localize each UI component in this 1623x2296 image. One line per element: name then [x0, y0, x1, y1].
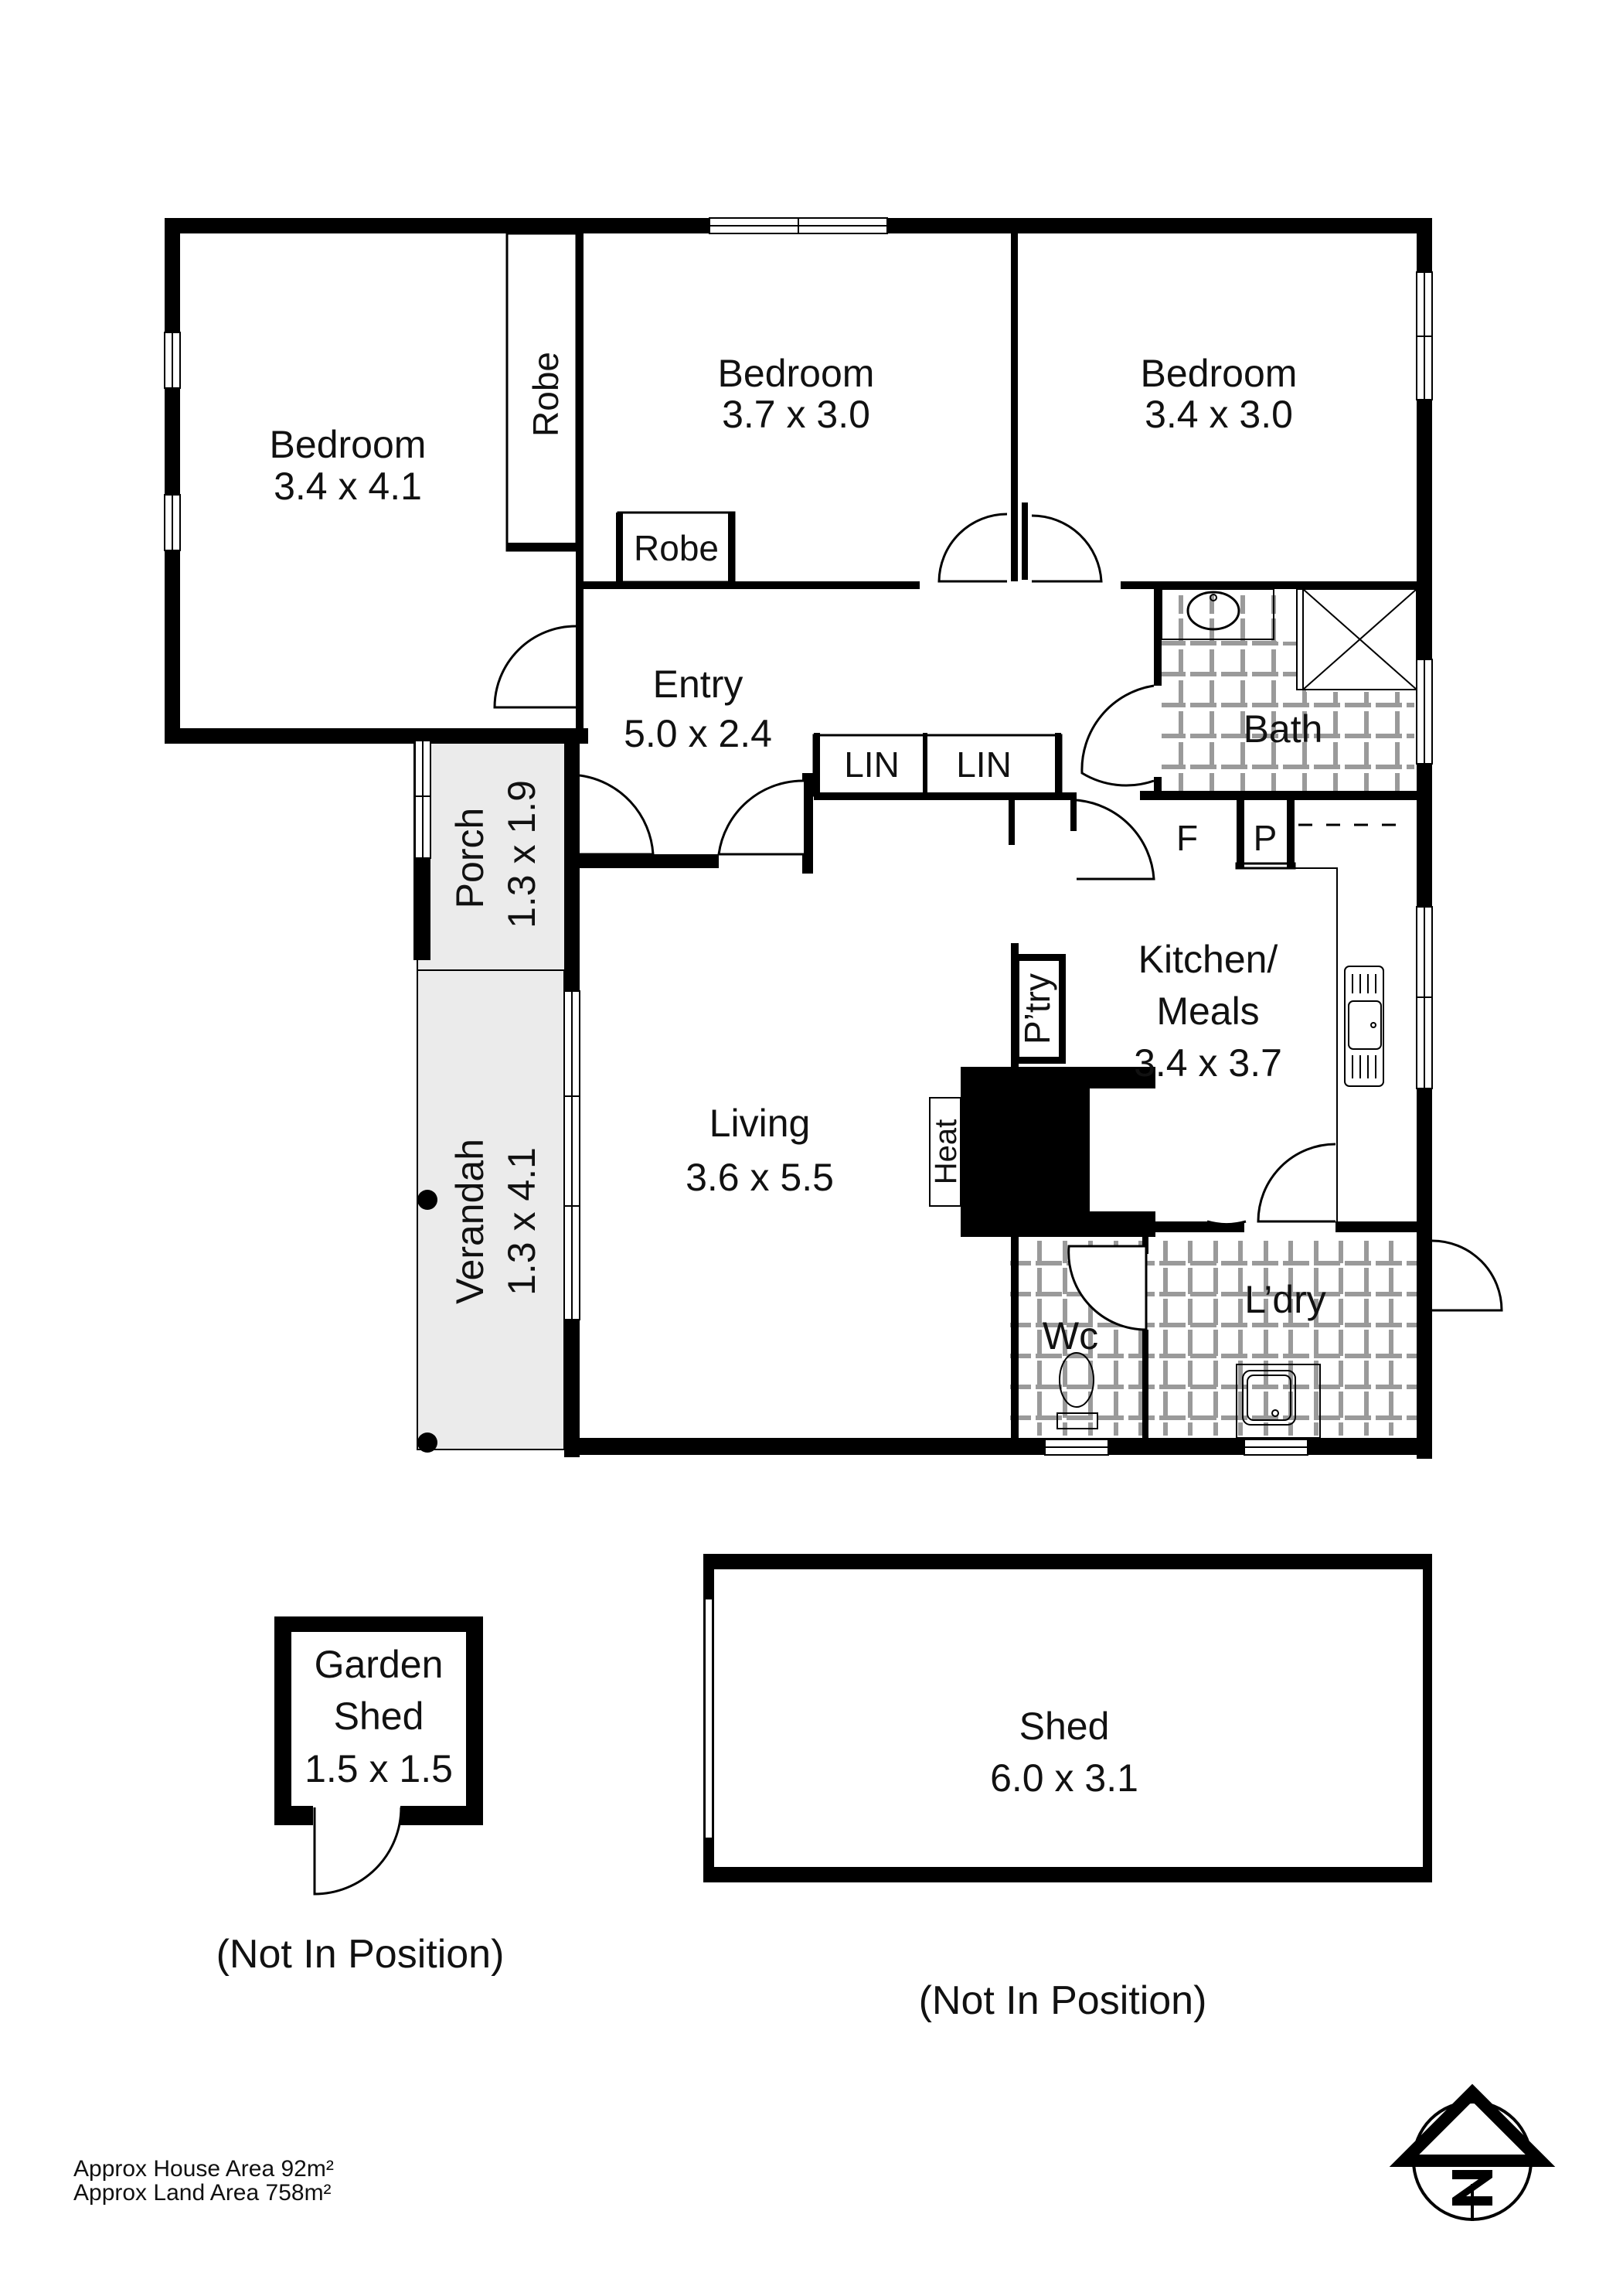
shed-name: Shed [1019, 1705, 1110, 1748]
pantry-label: P’try [1017, 973, 1057, 1044]
linen-label: LIN [844, 744, 900, 785]
linen-label: LIN [956, 744, 1012, 785]
doors [493, 513, 1503, 1331]
robe-label: Robe [634, 528, 719, 568]
room-name-kitchen-line1: Kitchen/ [1138, 938, 1278, 981]
room-dims-verandah: 1.3 x 4.1 [500, 1147, 543, 1296]
bath-fixtures [1161, 588, 1417, 690]
porch-floor [417, 738, 564, 970]
room-name-living: Living [709, 1102, 811, 1145]
garden-shed-dims: 1.5 x 1.5 [305, 1747, 453, 1790]
door-laundry-kitchen [1257, 1143, 1336, 1223]
door-bedroom-3 [1031, 514, 1103, 583]
room-name-entry: Entry [653, 663, 743, 706]
room-name-bedroom-2: Bedroom [718, 352, 875, 395]
tile-floors [1010, 595, 1417, 1436]
door-bath [1080, 684, 1155, 787]
basin-icon [1186, 591, 1240, 631]
verandah-floor [417, 970, 564, 1449]
door-bedroom-2 [937, 513, 1008, 583]
door-bedroom-1 [493, 625, 577, 709]
room-name-kitchen-line2: Meals [1156, 990, 1259, 1033]
garden-shed: Garden Shed 1.5 x 1.5 (Not In Position) [216, 1616, 505, 1977]
north-arrow-icon [1389, 2083, 1556, 2221]
fridge-label: F [1176, 818, 1198, 858]
room-name-wc: Wc [1043, 1314, 1098, 1358]
room-name-laundry: L’dry [1244, 1278, 1326, 1321]
windows [164, 217, 1433, 1456]
door-living [717, 779, 805, 856]
door-wc [1067, 1245, 1148, 1331]
robe-label: Robe [526, 352, 566, 437]
laundry-tub-icon [1242, 1370, 1296, 1426]
sink-icon [1344, 966, 1384, 1087]
room-dims-living: 3.6 x 5.5 [686, 1156, 834, 1199]
robes [505, 232, 736, 584]
door-garden-shed [313, 1807, 403, 1896]
garden-shed-name-line2: Shed [334, 1695, 424, 1738]
house-area: Approx House Area 92m² [73, 2156, 334, 2182]
verandah-post [417, 1432, 437, 1453]
pantry-small-label: P [1254, 818, 1278, 858]
heater-label: Heat [929, 1119, 963, 1185]
door-porch [579, 774, 655, 856]
door-kitchen [1076, 799, 1155, 881]
room-dims-porch: 1.3 x 1.9 [500, 780, 543, 928]
cooktop-icon [1041, 1115, 1087, 1180]
garden-shed-name-line1: Garden [315, 1643, 444, 1686]
area-notes: Approx House Area 92m² Approx Land Area … [73, 2156, 334, 2206]
room-dims-bedroom-1: 3.4 x 4.1 [274, 465, 422, 508]
room-name-bath: Bath [1244, 707, 1323, 751]
shed-dims: 6.0 x 3.1 [990, 1756, 1138, 1800]
kitchen-fixtures [929, 823, 1407, 1221]
room-dims-kitchen: 3.4 x 3.7 [1134, 1041, 1282, 1085]
outdoor-areas [417, 738, 565, 1453]
shed-note: (Not In Position) [919, 1978, 1207, 2023]
shed: Shed 6.0 x 3.1 (Not In Position) [703, 1554, 1432, 2023]
room-name-porch: Porch [448, 808, 492, 909]
land-area: Approx Land Area 758m² [73, 2180, 332, 2206]
laundry-fixtures [1056, 1352, 1321, 1439]
room-dims-bedroom-2: 3.7 x 3.0 [722, 393, 870, 436]
toilet-icon [1056, 1352, 1098, 1429]
house-walls [165, 218, 1432, 1459]
room-dims-bedroom-3: 3.4 x 3.0 [1145, 393, 1293, 436]
room-name-bedroom-1: Bedroom [270, 423, 427, 466]
door-laundry-external [1431, 1239, 1503, 1312]
garden-shed-note: (Not In Position) [216, 1932, 505, 1977]
room-name-verandah: Verandah [448, 1139, 492, 1304]
room-dims-entry: 5.0 x 2.4 [624, 712, 772, 755]
fixture-labels: Robe Robe LIN LIN F P P’try Heat [526, 352, 1277, 1184]
room-labels: Bedroom 3.4 x 4.1 Bedroom 3.7 x 3.0 Bedr… [270, 352, 1326, 1358]
verandah-post [417, 1190, 437, 1210]
room-name-bedroom-3: Bedroom [1141, 352, 1298, 395]
